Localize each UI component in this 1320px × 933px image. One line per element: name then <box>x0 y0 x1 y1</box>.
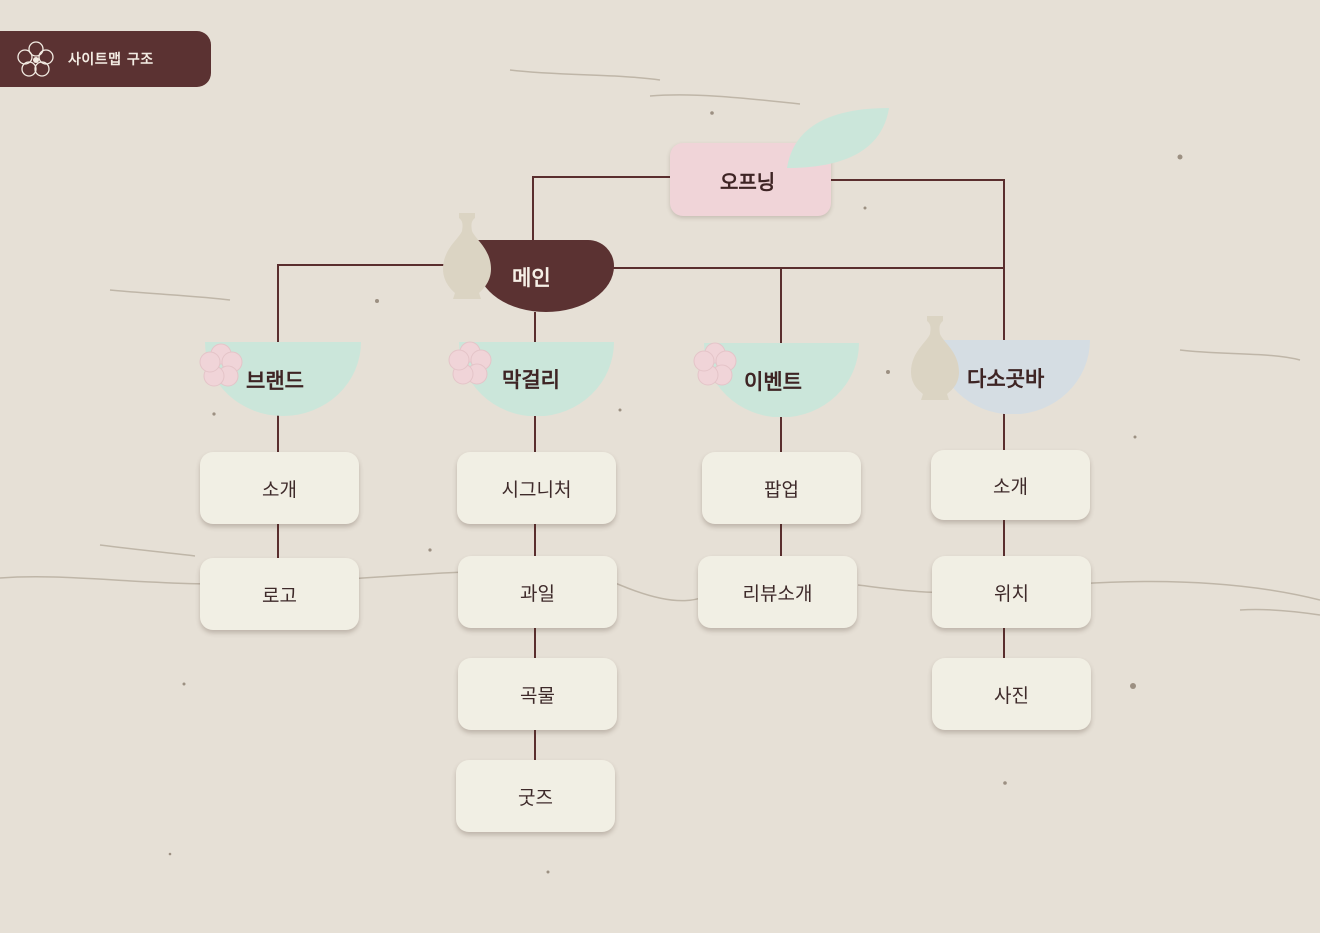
section-label-dasogotba: 다소곳바 <box>967 367 1045 391</box>
page-card-review[interactable]: 리뷰소개 <box>698 556 857 628</box>
page-card-popup[interactable]: 팝업 <box>702 452 861 524</box>
section-label-event: 이벤트 <box>744 370 802 394</box>
sitemap-title: 사이트맵 구조 <box>68 52 154 68</box>
section-label-makgeolli: 막걸리 <box>502 368 560 392</box>
section-label-brand: 브랜드 <box>246 369 304 393</box>
blossom-icon <box>448 341 492 385</box>
section-bowl-dasogotba[interactable] <box>935 340 1090 414</box>
page-card-location[interactable]: 위치 <box>932 556 1091 628</box>
main-label: 메인 <box>512 266 551 290</box>
section-bowl-event[interactable] <box>704 343 859 417</box>
page-label: 위치 <box>994 582 1029 605</box>
leaf-icon <box>787 108 889 168</box>
page-label: 사진 <box>994 684 1029 707</box>
page-card-goods[interactable]: 굿즈 <box>456 760 615 832</box>
page-label: 과일 <box>520 582 555 605</box>
page-label: 로고 <box>262 584 297 607</box>
blossom-icon <box>199 343 243 387</box>
page-label: 곡물 <box>520 684 555 707</box>
opening-label: 오프닝 <box>720 170 776 194</box>
vase-icon <box>911 316 959 400</box>
page-label: 굿즈 <box>518 786 553 809</box>
page-label: 시그니처 <box>501 478 572 501</box>
vase-icon <box>443 213 491 299</box>
section-bowl-makgeolli[interactable] <box>459 342 614 416</box>
flower-icon <box>17 41 54 77</box>
page-label: 소개 <box>262 478 297 501</box>
page-card-fruit[interactable]: 과일 <box>458 556 617 628</box>
page-label: 팝업 <box>764 478 799 501</box>
blossom-icon <box>693 342 737 386</box>
page-card-photos[interactable]: 사진 <box>932 658 1091 730</box>
page-card-bar-intro[interactable]: 소개 <box>931 450 1090 520</box>
page-card-brand-logo[interactable]: 로고 <box>200 558 359 630</box>
page-card-grain[interactable]: 곡물 <box>458 658 617 730</box>
section-bowl-brand[interactable] <box>205 342 361 416</box>
page-label: 소개 <box>993 475 1028 498</box>
page-card-brand-intro[interactable]: 소개 <box>200 452 359 524</box>
page-card-signature[interactable]: 시그니처 <box>457 452 616 524</box>
page-label: 리뷰소개 <box>742 582 813 605</box>
sitemap-tag: 사이트맵 구조 <box>0 31 211 87</box>
main-bowl[interactable] <box>478 240 614 312</box>
